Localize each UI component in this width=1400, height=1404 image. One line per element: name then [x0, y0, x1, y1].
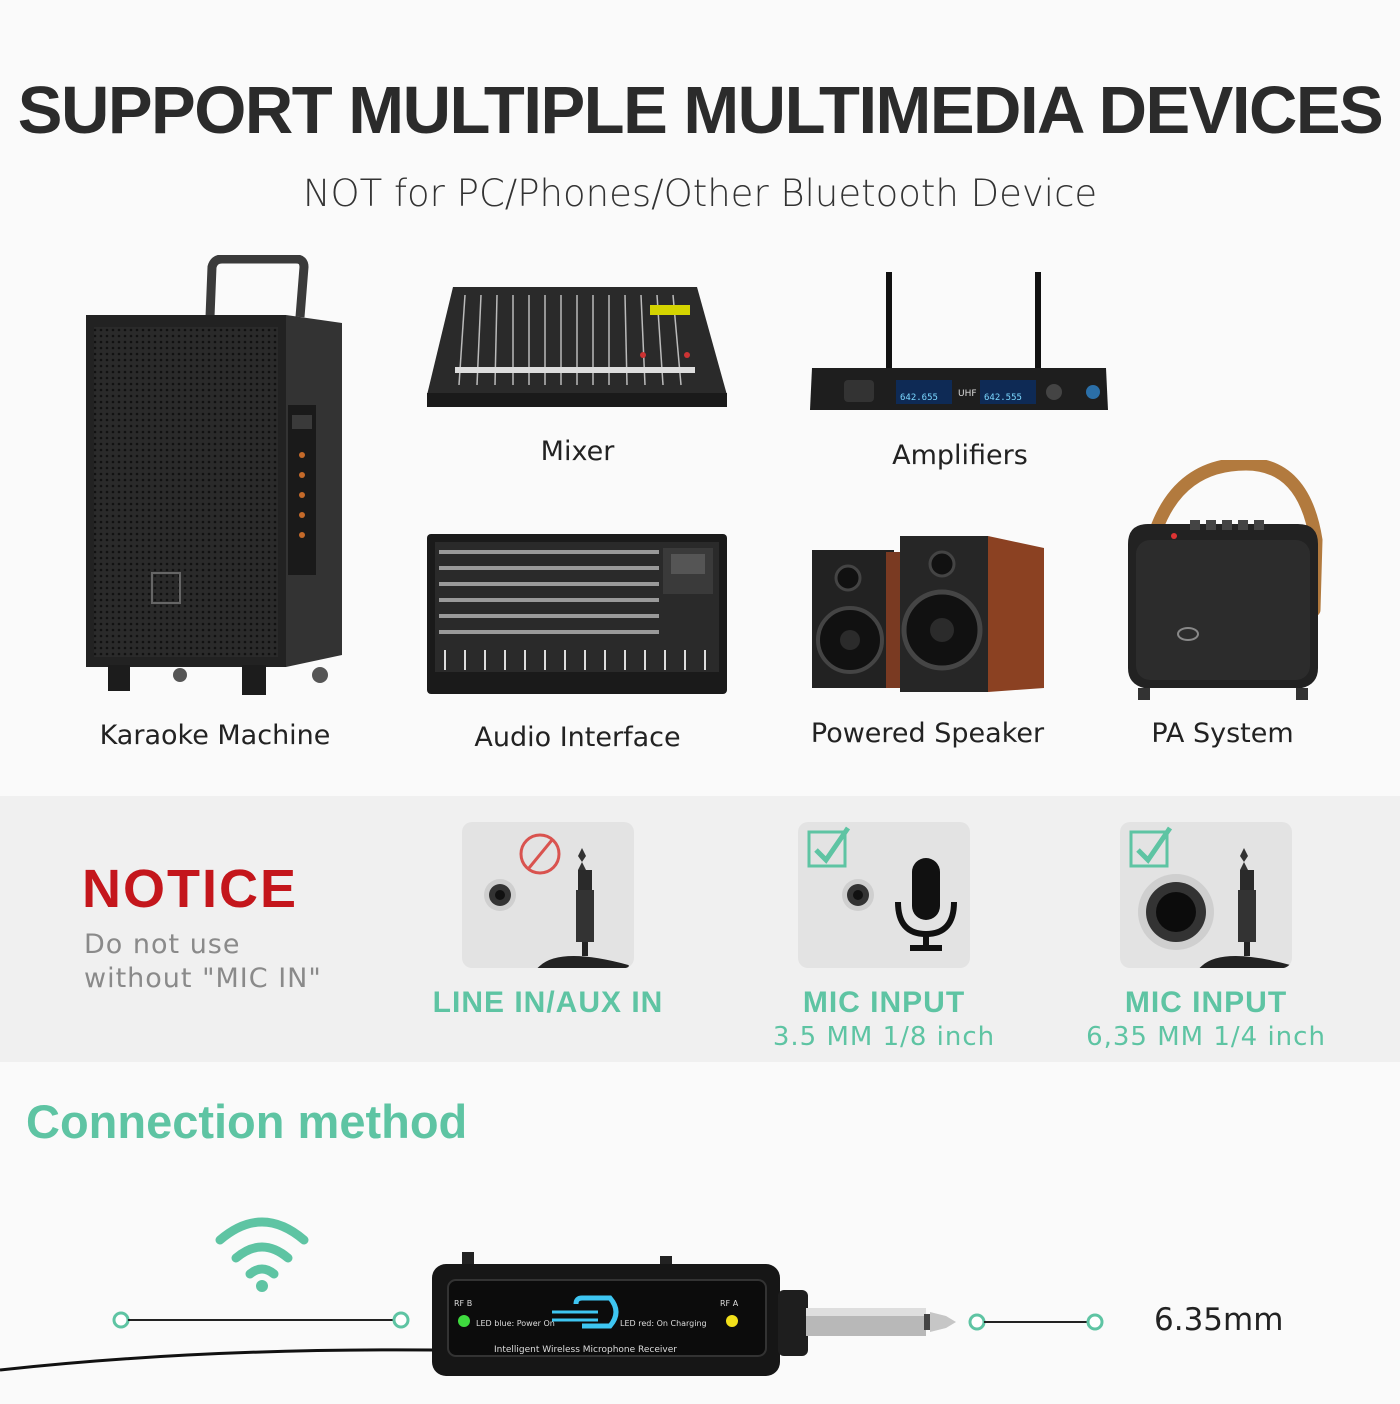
quarter-inch-plug-icon — [1199, 848, 1291, 968]
input-label-mic-35: MIC INPUT — [802, 986, 966, 1019]
pa-system-image — [1120, 457, 1325, 705]
amplifier-image: UHF 642.655 642.555 — [808, 268, 1110, 413]
mic-input-635-tile — [1120, 822, 1292, 968]
power-led-icon — [458, 1315, 470, 1327]
checkbox-checked-icon — [1129, 826, 1173, 868]
device-label-audio-interface: Audio Interface — [474, 722, 681, 753]
wifi-dot — [256, 1280, 268, 1292]
mixer-image — [425, 285, 730, 410]
receiver-charging-label: LED red: On Charging — [620, 1319, 707, 1328]
device-label-mixer: Mixer — [540, 436, 615, 467]
karaoke-machine-image — [80, 254, 350, 705]
notice-heading: NOTICE — [82, 859, 299, 919]
page-subtitle: NOT for PC/Phones/Other Bluetooth Device — [302, 172, 1098, 215]
checkbox-checked-icon — [807, 826, 851, 868]
notice-line-2: without "MIC IN" — [84, 963, 322, 994]
line-in-tile — [462, 822, 634, 968]
mic-input-35-tile — [798, 822, 970, 968]
receiver-power-label: LED blue: Power On — [476, 1319, 555, 1328]
notice-text: Do not use without "MIC IN" — [84, 928, 322, 996]
prohibited-icon — [519, 833, 561, 875]
connection-diagram: RF B LED blue: Power On RF A LED red: On… — [0, 1200, 1400, 1400]
wifi-icon — [215, 1217, 309, 1279]
amp-freq-left: 642.655 — [900, 393, 938, 403]
device-label-amplifiers: Amplifiers — [892, 440, 1028, 471]
amp-freq-right: 642.555 — [984, 393, 1022, 403]
connector-right — [968, 1313, 1104, 1331]
powered-speaker-image — [808, 530, 1046, 698]
charging-led-icon — [726, 1315, 738, 1327]
plug-size-label: 6.35mm — [1154, 1302, 1284, 1338]
input-sub-mic-35: 3.5 MM 1/8 inch — [772, 1022, 996, 1052]
page-title: SUPPORT MULTIPLE MULTIMEDIA DEVICES — [17, 73, 1384, 148]
receiver-device: RF B LED blue: Power On RF A LED red: On… — [432, 1252, 956, 1376]
connection-heading: Connection method — [26, 1095, 468, 1148]
device-label-karaoke-machine: Karaoke Machine — [99, 720, 331, 751]
amp-display-label: UHF — [958, 389, 977, 399]
input-label-line-in: LINE IN/AUX IN — [432, 986, 664, 1019]
receiver-rf-a-label: RF A — [720, 1299, 739, 1308]
device-label-powered-speaker: Powered Speaker — [810, 718, 1045, 749]
input-label-mic-635: MIC INPUT — [1124, 986, 1288, 1019]
microphone-icon — [895, 858, 957, 951]
device-label-pa-system: PA System — [1151, 718, 1294, 749]
input-sub-mic-635: 6,35 MM 1/4 inch — [1086, 1022, 1326, 1052]
connector-left — [112, 1311, 410, 1329]
notice-line-1: Do not use — [84, 929, 241, 960]
quarter-inch-plug-icon — [537, 848, 629, 968]
receiver-name-label: Intelligent Wireless Microphone Receiver — [494, 1345, 677, 1355]
receiver-rf-b-label: RF B — [454, 1299, 472, 1308]
audio-interface-image — [425, 530, 730, 698]
